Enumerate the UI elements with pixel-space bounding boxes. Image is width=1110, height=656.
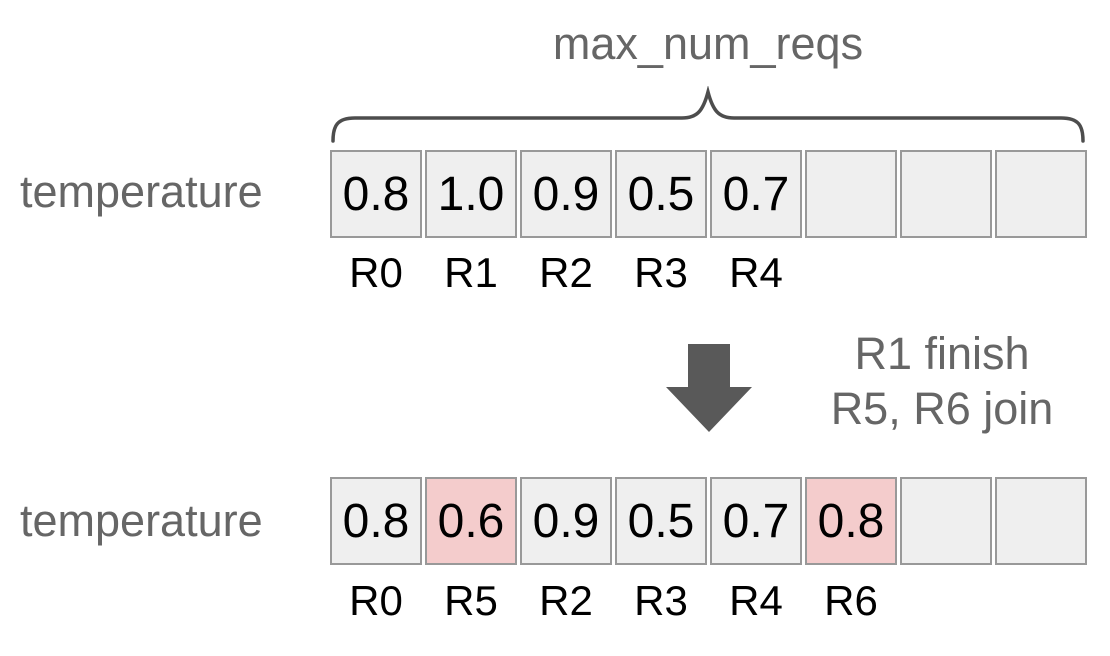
- request-label: [900, 252, 992, 294]
- curly-brace: [331, 86, 1085, 143]
- request-labels-before: R0 R1 R2 R3 R4: [330, 252, 1087, 294]
- request-label: R3: [634, 249, 688, 296]
- array-cell-empty: [995, 150, 1087, 238]
- array-cell: 1.0: [425, 150, 517, 238]
- transition-annotation: R1 finish R5, R6 join: [817, 326, 1067, 436]
- array-cell: 0.5: [615, 150, 707, 238]
- temperature-array-after: 0.8 0.6 0.9 0.5 0.7 0.8: [330, 477, 1087, 565]
- array-cell: 0.9: [520, 477, 612, 565]
- array-cell-highlighted: 0.6: [425, 477, 517, 565]
- max-num-reqs-label: max_num_reqs: [552, 18, 864, 69]
- array-cell: 0.9: [520, 150, 612, 238]
- array-cell: 0.7: [710, 150, 802, 238]
- array-cell: 0.5: [615, 477, 707, 565]
- transition-line-1: R1 finish: [854, 328, 1030, 379]
- temperature-label-bottom: temperature: [20, 495, 263, 546]
- transition-line-2: R5, R6 join: [830, 383, 1054, 434]
- request-label: [900, 580, 992, 622]
- request-label: R2: [539, 249, 593, 296]
- request-label: [995, 252, 1087, 294]
- request-label: [995, 580, 1087, 622]
- request-label: R0: [349, 577, 403, 624]
- request-label: R6: [824, 577, 878, 624]
- request-labels-after: R0 R5 R2 R3 R4 R6: [330, 580, 1087, 622]
- array-cell-highlighted: 0.8: [805, 477, 897, 565]
- array-cell-empty: [805, 150, 897, 238]
- array-cell: 0.8: [330, 150, 422, 238]
- request-label: R2: [539, 577, 593, 624]
- request-label: R4: [729, 249, 783, 296]
- request-label: R3: [634, 577, 688, 624]
- request-label: R4: [729, 577, 783, 624]
- temperature-label-top: temperature: [20, 166, 263, 217]
- array-cell-empty: [900, 477, 992, 565]
- temperature-array-before: 0.8 1.0 0.9 0.5 0.7: [330, 150, 1087, 238]
- array-cell: 0.7: [710, 477, 802, 565]
- request-label: [805, 252, 897, 294]
- array-cell: 0.8: [330, 477, 422, 565]
- request-label: R5: [444, 577, 498, 624]
- array-cell-empty: [900, 150, 992, 238]
- request-label: R1: [444, 249, 498, 296]
- request-label: R0: [349, 249, 403, 296]
- down-arrow-icon: [666, 344, 752, 432]
- array-cell-empty: [995, 477, 1087, 565]
